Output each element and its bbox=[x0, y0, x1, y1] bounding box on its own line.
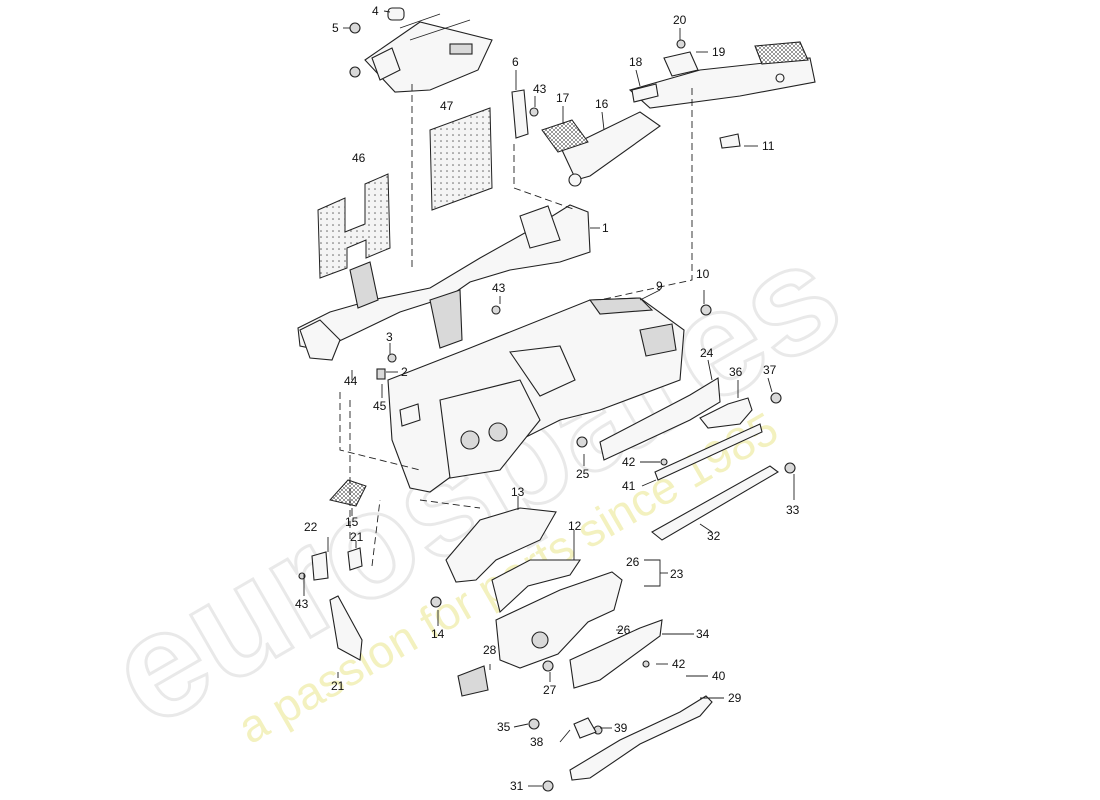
callout-11: 11 bbox=[762, 139, 775, 153]
callout-10: 10 bbox=[696, 267, 710, 281]
callout-34: 34 bbox=[696, 627, 710, 641]
part-47-insulation-pad bbox=[429, 107, 493, 211]
part-20-sensor bbox=[676, 39, 686, 49]
screws bbox=[298, 107, 796, 792]
part-11-clips bbox=[719, 133, 741, 149]
callout-1: 1 bbox=[602, 221, 609, 235]
callout-33: 33 bbox=[786, 503, 800, 517]
part-5-nuts bbox=[349, 22, 361, 78]
callout-9: 9 bbox=[656, 279, 663, 293]
callout-27: 24 bbox=[700, 346, 714, 360]
callout-44: 43 bbox=[295, 597, 309, 611]
callout-45: 45 bbox=[373, 399, 387, 413]
callout-46: 46 bbox=[352, 151, 366, 165]
callout-23: 22 bbox=[304, 520, 318, 534]
part-19-sensor-cover bbox=[663, 51, 699, 77]
callout-19: 19 bbox=[712, 45, 726, 59]
part-17-speaker-grille bbox=[541, 119, 589, 153]
callout-25: 27 bbox=[543, 683, 557, 697]
part-1-cross-member bbox=[297, 204, 591, 361]
callout-12: 12 bbox=[568, 519, 582, 533]
callout-29: 28 bbox=[483, 643, 497, 657]
callout-21: 21 bbox=[331, 679, 345, 693]
callout-17: 17 bbox=[556, 91, 570, 105]
callout-43-left: 44 bbox=[344, 374, 358, 388]
callout-42-lower: 42 bbox=[672, 657, 686, 671]
part-4-sleeve bbox=[387, 7, 405, 21]
callout-43-mid: 43 bbox=[492, 281, 506, 295]
callout-36: 36 bbox=[729, 365, 743, 379]
callout-26-mid: 26 bbox=[617, 623, 631, 637]
part-16-defroster-duct bbox=[561, 111, 661, 187]
part-29-vent bbox=[457, 665, 489, 697]
callout-43-top: 43 bbox=[533, 82, 547, 96]
callout-2: 2 bbox=[401, 365, 408, 379]
callout-41: 41 bbox=[622, 479, 636, 493]
part-27-glovebox-frame bbox=[599, 377, 721, 461]
callout-35: 35 bbox=[497, 720, 511, 734]
part-23-bracket bbox=[311, 551, 329, 581]
leader-lines bbox=[303, 10, 795, 787]
callout-14: 14 bbox=[431, 627, 445, 641]
callout-37: 37 bbox=[763, 363, 777, 377]
part-32-trim bbox=[651, 465, 779, 541]
callout-18: 18 bbox=[629, 55, 643, 69]
part-18-19-trim-strip bbox=[628, 57, 816, 109]
callout-38: 38 bbox=[530, 735, 544, 749]
callout-13: 13 bbox=[511, 485, 525, 499]
callout-4: 4 bbox=[372, 4, 379, 18]
part-22-clip bbox=[347, 547, 363, 571]
callout-31: 31 bbox=[510, 779, 524, 793]
part-18-clip bbox=[631, 83, 659, 103]
part-46-insulation-pad bbox=[317, 173, 391, 279]
callout-6: 6 bbox=[512, 55, 519, 69]
assembly-lines bbox=[339, 84, 693, 567]
callout-15: 15 bbox=[345, 515, 359, 529]
callout-16: 16 bbox=[595, 97, 609, 111]
callout-30: 29 bbox=[728, 691, 742, 705]
callout-24: 23 bbox=[670, 567, 684, 581]
part-13-cover bbox=[445, 507, 557, 583]
part-15-grille bbox=[329, 479, 367, 507]
part-9-dashboard bbox=[387, 297, 685, 493]
callout-39: 39 bbox=[614, 721, 628, 735]
callout-47: 47 bbox=[440, 99, 454, 113]
callout-28: 25 bbox=[576, 467, 590, 481]
callout-26-right: 26 bbox=[626, 555, 640, 569]
part-36-end-cap bbox=[699, 397, 753, 429]
part-6-bracket bbox=[511, 89, 529, 139]
part-21-trim bbox=[329, 595, 363, 661]
callout-20: 20 bbox=[673, 13, 687, 27]
callout-32: 32 bbox=[707, 529, 721, 543]
part-speaker-grille bbox=[754, 41, 809, 65]
callout-22: 21 bbox=[350, 530, 364, 544]
callout-3: 3 bbox=[386, 330, 393, 344]
part-24-center-console bbox=[495, 571, 623, 669]
part-34-bezel bbox=[569, 619, 663, 689]
part-steering-support bbox=[364, 13, 493, 93]
callout-40: 40 bbox=[712, 669, 726, 683]
part-41-strip bbox=[654, 423, 763, 481]
part-12-cover bbox=[491, 559, 582, 614]
part-30-lower-trim bbox=[569, 695, 713, 781]
callout-5: 5 bbox=[332, 21, 339, 35]
callout-42-right: 42 bbox=[622, 455, 636, 469]
callout-labels: 4 5 6 43 17 16 18 20 19 11 47 46 1 9 10 … bbox=[295, 4, 800, 793]
